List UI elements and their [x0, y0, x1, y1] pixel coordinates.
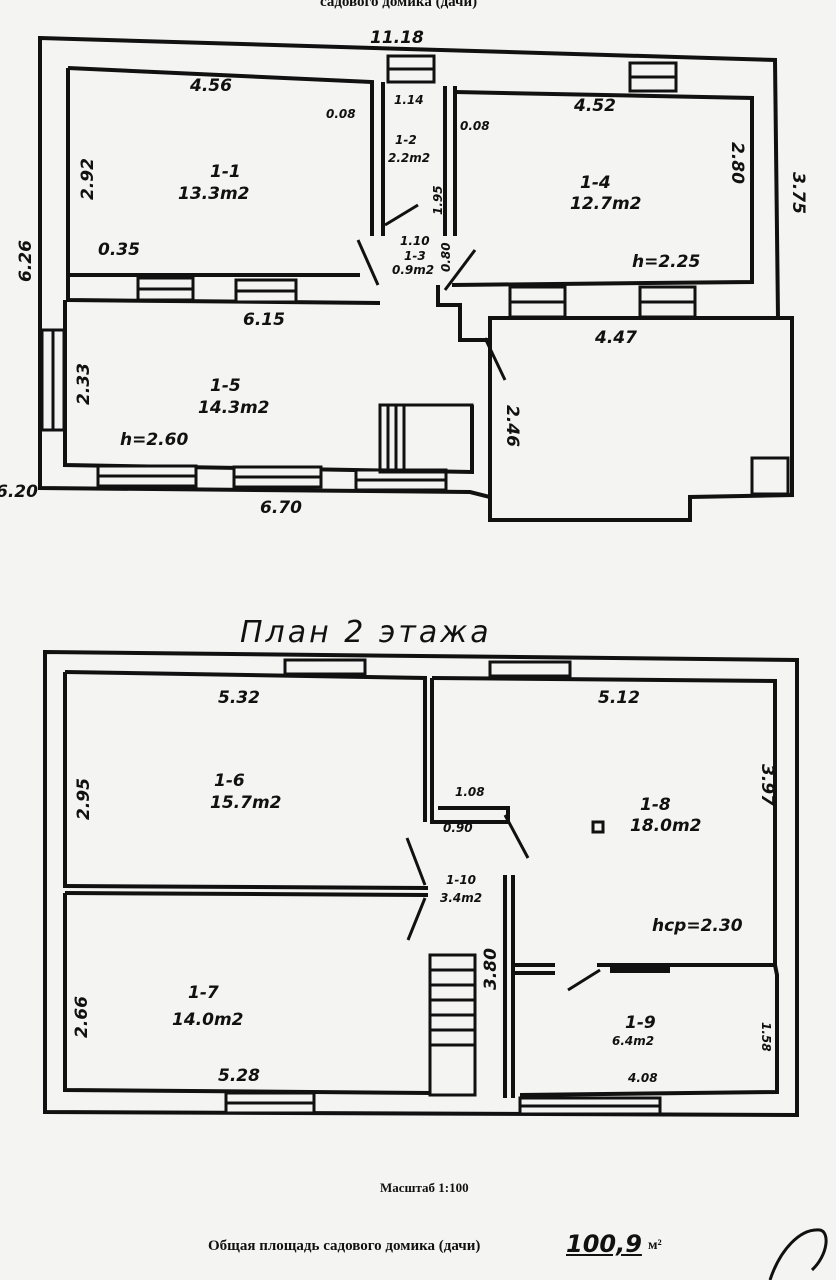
room-1-1-id: 1-1: [210, 162, 241, 182]
room-1-8-width: 5.12: [598, 688, 640, 708]
floor2-title: План 2 этажа: [240, 615, 492, 650]
room-1-4-depth: 2.80: [727, 142, 747, 184]
room-1-4-width: 4.52: [574, 96, 616, 116]
room-1-1-area: 13.3m2: [178, 184, 250, 204]
room-1-2-width: 1.14: [394, 93, 424, 107]
room-1-1-depth: 2.92: [78, 158, 98, 200]
total-area-unit: м²: [648, 1238, 662, 1253]
veranda-depth: 2.46: [502, 405, 522, 447]
document-title: садового домика (дачи): [320, 0, 478, 10]
floor2-plan: [43, 649, 799, 1118]
left-bottom-label: 6.20: [0, 482, 38, 502]
room-1-8-height: hср=2.30: [652, 916, 743, 936]
room-1-6-depth: 2.95: [74, 778, 94, 820]
room-1-3-area: 0.9m2: [392, 263, 435, 277]
room-1-5-depth: 2.33: [74, 363, 94, 405]
room-1-3-width: 1.10: [400, 234, 430, 248]
partition-right: 0.08: [460, 119, 490, 133]
room-1-7-depth: 2.66: [72, 996, 92, 1038]
total-area-label: Общая площадь садового домика (дачи): [208, 1238, 481, 1254]
room-1-7-area: 14.0m2: [172, 1010, 244, 1030]
room-1-7-id: 1-7: [188, 983, 219, 1003]
room-1-4-area: 12.7m2: [570, 194, 642, 214]
overall-depth-label: 6.26: [16, 240, 36, 282]
room-1-8-area: 18.0m2: [630, 816, 702, 836]
room-1-9-area: 6.4m2: [612, 1034, 655, 1048]
room-1-5-area: 14.3m2: [198, 398, 270, 418]
partition-left: 0.08: [326, 107, 356, 121]
room-1-2-area: 2.2m2: [388, 151, 431, 165]
bottom-width-label: 6.70: [260, 498, 302, 518]
room-1-6-area: 15.7m2: [210, 793, 282, 813]
room-1-5-height: h=2.60: [120, 430, 189, 450]
veranda-width: 4.47: [595, 328, 637, 348]
room-1-6-width: 5.32: [218, 688, 260, 708]
room-1-8-depth: 3.97: [757, 764, 777, 806]
room-1-9-id: 1-9: [625, 1013, 656, 1033]
room-1-4-height: h=2.25: [632, 252, 701, 272]
room-1-6-id: 1-6: [214, 771, 245, 791]
room-1-4-id: 1-4: [580, 173, 611, 193]
niche-bottom-label: 0.90: [443, 821, 473, 835]
niche-top-label: 1.08: [455, 785, 485, 799]
room-1-5-width: 6.15: [243, 310, 285, 330]
room-1-3-depth: 0.80: [439, 242, 453, 272]
room-1-3-id: 1-3: [404, 249, 426, 263]
room-1-10-id: 1-10: [446, 873, 477, 887]
room-1-9-depth: 1.58: [759, 1022, 773, 1052]
room-1-9-width: 4.08: [628, 1071, 658, 1085]
overall-width-label: 11.18: [370, 28, 424, 48]
room-1-1-width: 4.56: [190, 76, 232, 96]
room-1-10-depth: 3.80: [481, 948, 501, 990]
room-1-7-width: 5.28: [218, 1066, 260, 1086]
floor1-plan: [38, 35, 794, 522]
wall-thickness-label: 0.35: [98, 240, 140, 260]
room-1-10-area: 3.4m2: [440, 891, 483, 905]
room-1-5-id: 1-5: [210, 376, 241, 396]
right-side-label: 3.75: [788, 172, 808, 214]
room-1-2-id: 1-2: [395, 133, 417, 147]
total-area-value: 100,9: [566, 1230, 642, 1258]
scale-label: Масштаб 1:100: [380, 1180, 469, 1195]
room-1-2-depth: 1.95: [431, 185, 445, 215]
room-1-8-id: 1-8: [640, 795, 671, 815]
